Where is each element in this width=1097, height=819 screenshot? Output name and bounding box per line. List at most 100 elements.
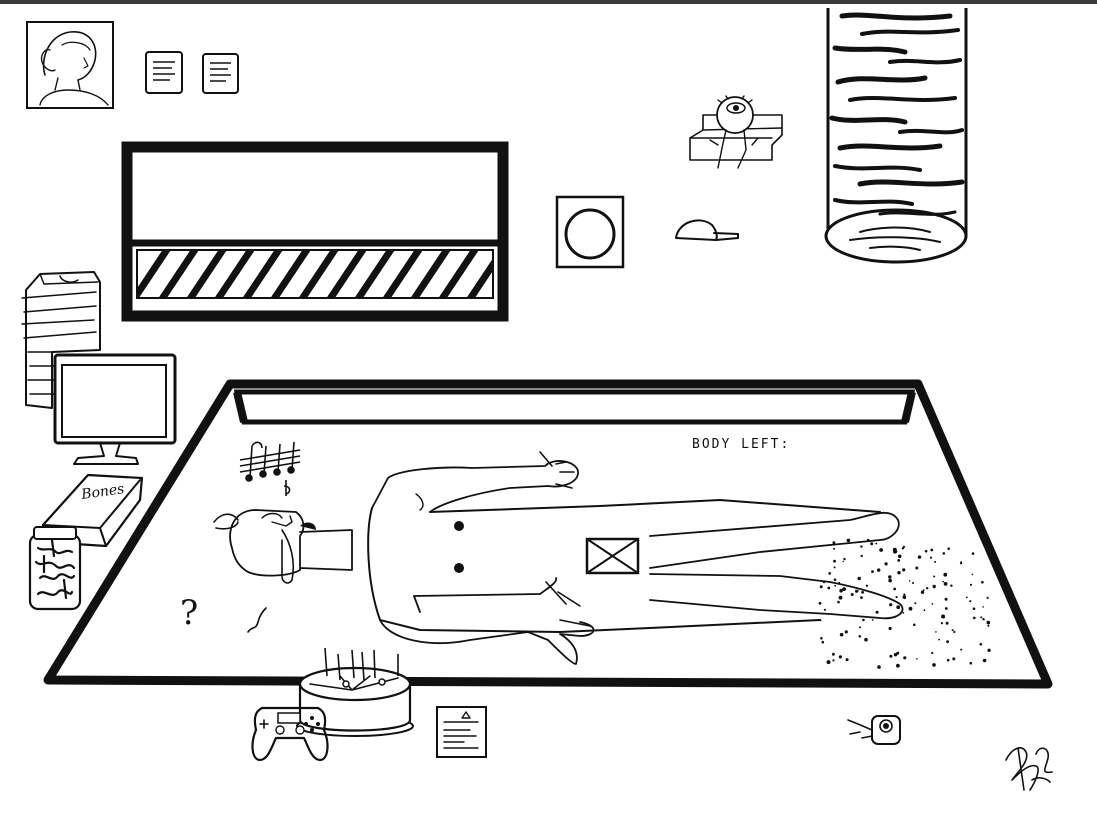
paper-stack-tower[interactable] [21,271,101,409]
dust-particle [914,602,917,605]
dust-particle [888,626,892,631]
dust-particle [892,547,897,552]
dust-particle [828,572,832,575]
dust-particle [821,640,825,644]
dust-particle [866,538,870,542]
dust-particle [875,542,878,545]
dust-particle [932,663,936,667]
dust-particle [986,620,991,625]
pickle-jar[interactable] [28,526,82,611]
dust-particle [871,619,874,621]
dust-particle [966,596,968,599]
dust-particle [846,538,851,543]
dust-particle [843,557,846,561]
dust-particle [850,593,854,596]
dust-particle [870,542,874,546]
dust-particle [941,614,946,619]
note-paper-1[interactable] [145,51,183,94]
dust-particle [877,568,881,572]
dust-particle [924,549,928,553]
wall-clock[interactable] [555,195,625,269]
dust-particle [913,623,916,627]
dust-particle [889,603,893,607]
baseball-cap[interactable] [675,219,739,241]
question-mark: ? [180,593,198,633]
dust-particle [940,622,944,625]
dust-particle [922,589,925,591]
dust-particle [896,663,900,668]
dust-particle [960,648,963,651]
note-paper-2[interactable] [202,53,239,94]
dust-particle [819,619,822,622]
dust-particle [944,597,948,601]
dust-particle [842,560,844,563]
dust-particle [832,541,836,545]
body-figure[interactable] [213,451,904,665]
eyeball-on-couch[interactable] [689,95,783,169]
dust-particle [826,660,831,665]
dust-particle [938,638,940,641]
progress-hatch [136,249,494,299]
dust-particle [822,580,826,584]
censor-box [585,537,640,575]
dust-particle [933,575,936,578]
dust-particle [980,616,983,619]
dust-particle [935,631,937,633]
dust-particle [844,630,848,634]
dust-particle [916,658,918,660]
dust-particle [908,580,911,582]
dust-particle [884,562,888,566]
dust-particle [897,651,900,654]
dust-particle [972,607,976,610]
dust-particle [981,580,984,584]
dust-particle [833,578,837,581]
small-device[interactable] [847,715,901,745]
dust-particle [861,590,864,594]
dust-particle [917,555,922,559]
dust-particle [932,584,936,589]
dust-particle [862,618,865,622]
wooden-log-pillar[interactable] [824,8,968,264]
dust-particle [931,603,934,605]
dust-particle [920,590,925,594]
dust-particle [923,609,926,612]
portrait-frame[interactable] [26,21,114,109]
computer-monitor[interactable] [53,353,177,465]
dust-particle [865,584,869,587]
body-table [43,379,1053,689]
game-controller[interactable] [251,706,329,762]
dust-particle [837,600,840,604]
dust-particle [953,630,956,634]
dust-particle [915,566,919,570]
dust-particle [879,548,883,552]
dust-particle [979,643,983,646]
music-notes [239,441,301,496]
dust-particle [845,658,849,662]
dust-particle [877,665,881,669]
dust-particle [943,572,948,577]
dust-particle [952,657,956,661]
body-head[interactable] [213,509,316,584]
dust-particle [859,626,861,629]
dust-particle [934,560,937,563]
dust-particle [838,581,841,584]
dust-particle [888,575,892,579]
book-title: Bones [79,481,125,503]
artist-signature [1005,747,1053,791]
birthday-cake[interactable] [296,647,414,737]
dust-particle [931,651,934,655]
dust-particle [912,582,914,584]
dust-particle [857,576,861,581]
dust-particle [833,547,836,550]
dust-particle [903,596,906,600]
dust-particle [838,655,843,659]
dust-particle [857,589,859,592]
dust-particle [946,658,950,662]
dust-particle [929,556,933,559]
dust-particle [969,583,973,586]
dust-particle [864,637,868,642]
worm-squiggle [247,607,267,633]
body-left-label: BODY LEFT: [692,437,790,452]
floor-document[interactable] [436,706,487,758]
